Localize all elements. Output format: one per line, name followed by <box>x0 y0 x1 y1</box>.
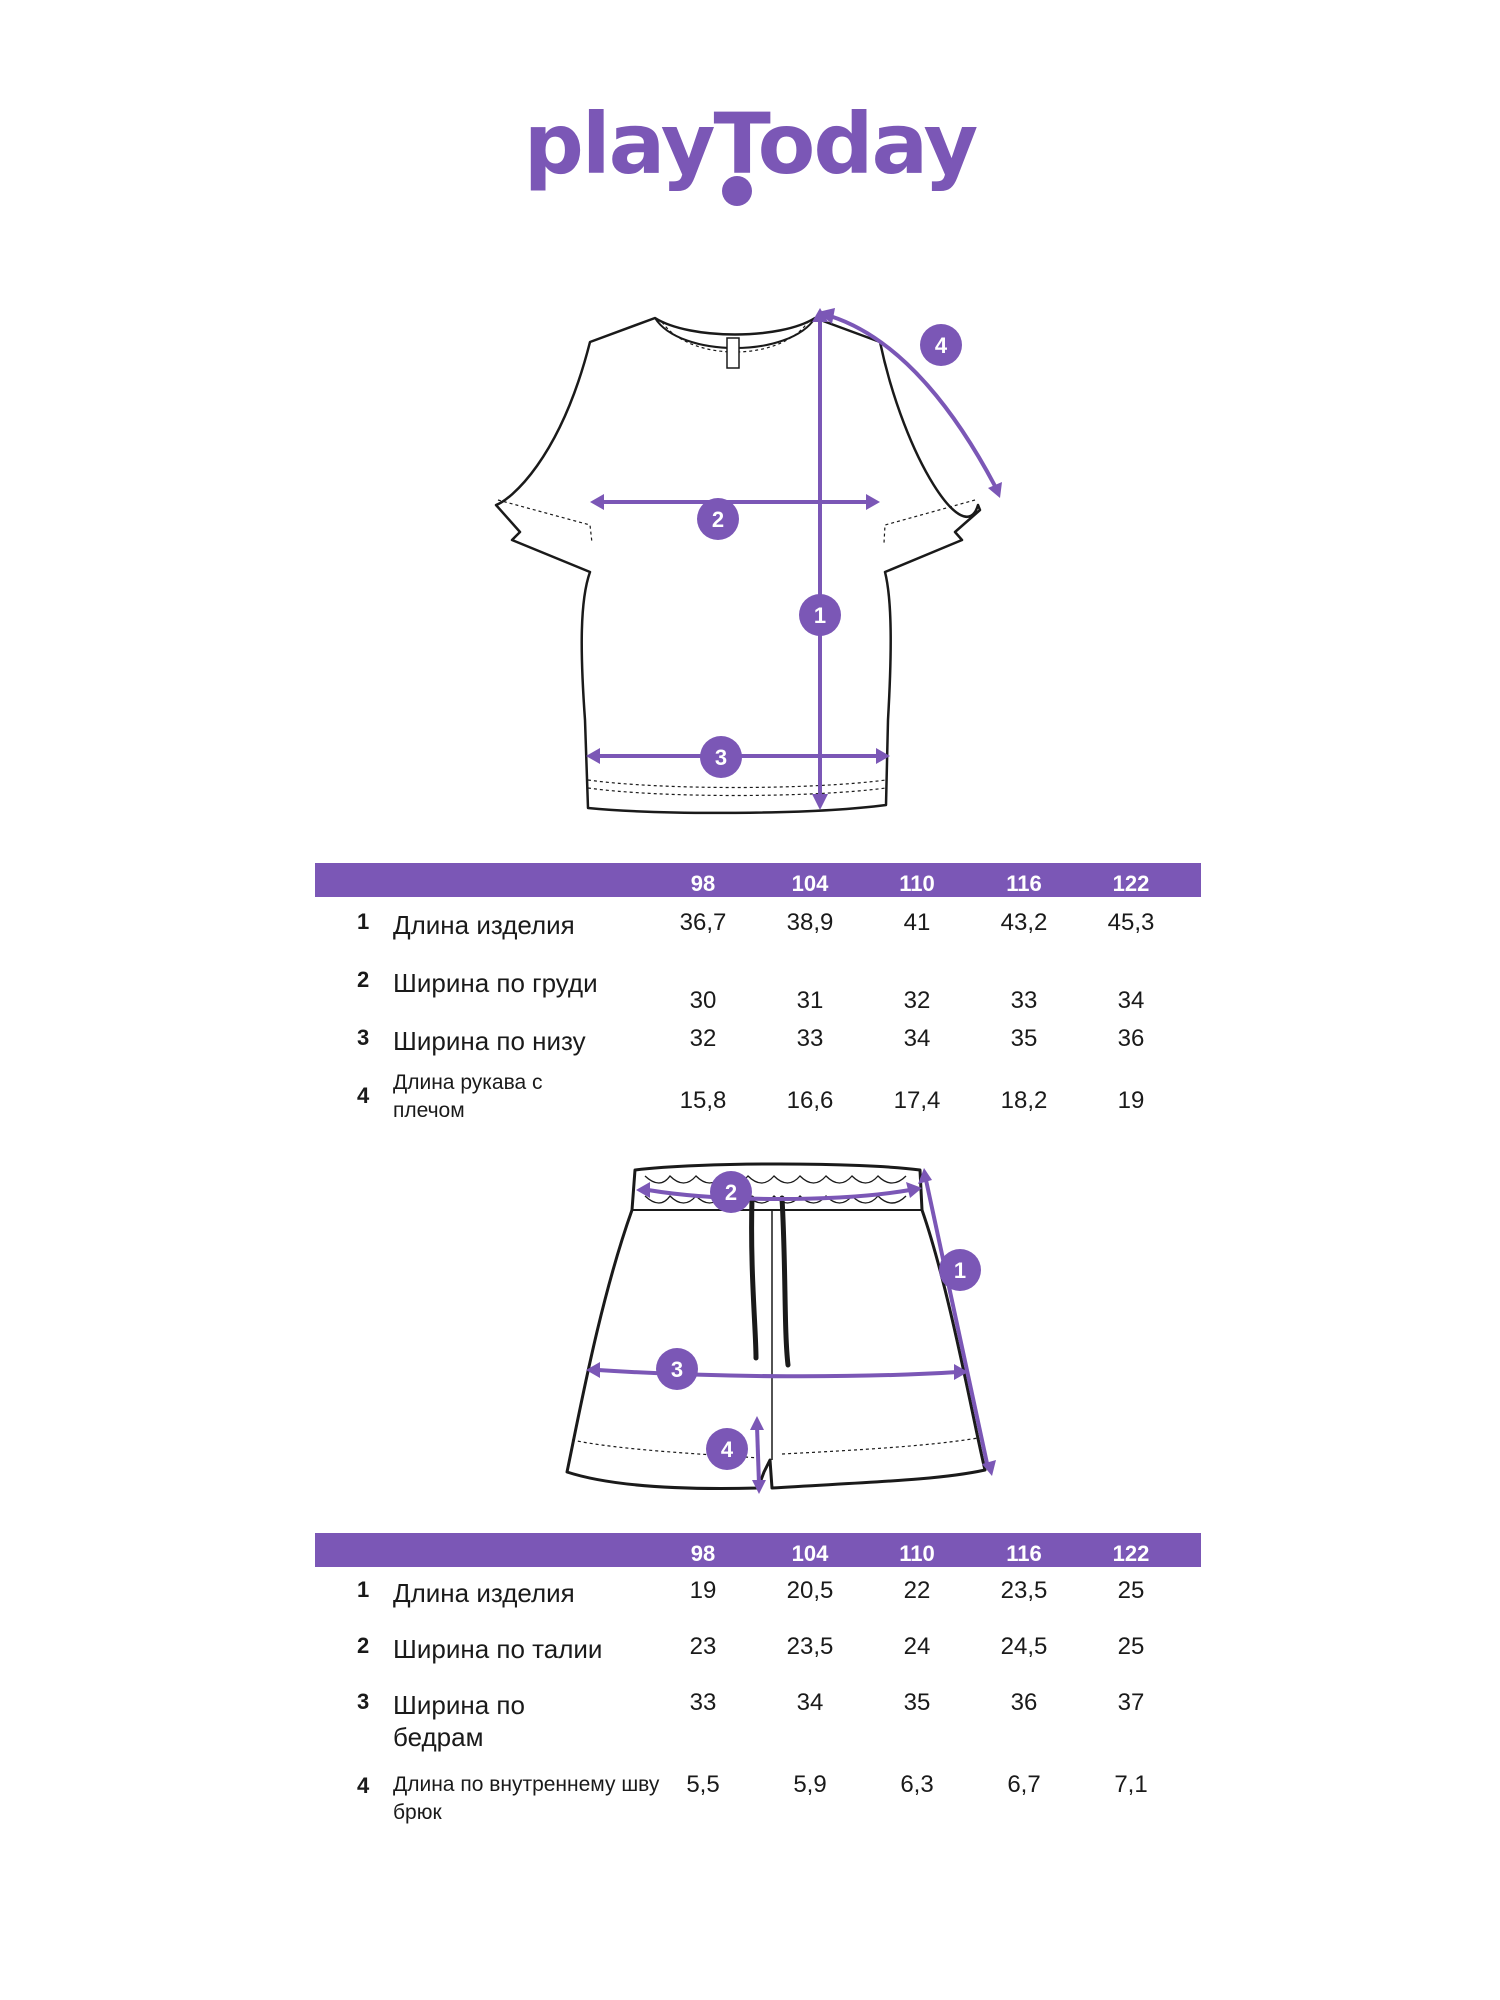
row-number: 2 <box>357 1633 370 1658</box>
row-value: 32 <box>689 1025 717 1052</box>
size-header: 116 <box>1006 871 1042 896</box>
row-value: 32 <box>903 987 931 1014</box>
shorts-drawing: 2 1 3 4 <box>565 1162 996 1494</box>
row-value: 25 <box>1117 1633 1145 1660</box>
logo-dot <box>722 176 752 206</box>
row-label: Ширина по талии <box>393 1634 603 1664</box>
row-value: 36 <box>1117 1025 1145 1052</box>
size-header: 116 <box>1006 1541 1042 1566</box>
size-header: 98 <box>690 1541 716 1566</box>
row-label: Длина рукава с плечом <box>393 1071 543 1122</box>
row-value: 19 <box>1117 1087 1145 1114</box>
row-value: 34 <box>903 1025 931 1052</box>
row-value: 6,7 <box>1007 1771 1041 1798</box>
row-number: 4 <box>357 1773 370 1798</box>
row-value: 19 <box>689 1577 717 1604</box>
row-value: 45,3 <box>1107 909 1155 936</box>
row-number: 1 <box>357 909 370 934</box>
row-value: 30 <box>689 987 717 1014</box>
shorts-marker-1: 1 <box>954 1258 966 1283</box>
row-value: 35 <box>1010 1025 1038 1052</box>
row-value: 23,5 <box>1000 1577 1048 1604</box>
row-number: 3 <box>357 1689 370 1714</box>
tshirt-marker-2: 2 <box>712 507 724 532</box>
row-value: 36 <box>1010 1689 1038 1716</box>
row-value: 5,9 <box>793 1771 827 1798</box>
row-number: 4 <box>357 1083 370 1108</box>
row-value: 24,5 <box>1000 1633 1048 1660</box>
tshirt-marker-3: 3 <box>715 745 727 770</box>
tshirt-marker-4: 4 <box>935 333 948 358</box>
row-value: 34 <box>796 1689 824 1716</box>
row-value: 35 <box>903 1689 931 1716</box>
shorts-marker-2: 2 <box>725 1180 737 1205</box>
size-header: 122 <box>1112 1541 1150 1566</box>
row-value: 16,6 <box>786 1087 834 1114</box>
tshirt-marker-1: 1 <box>814 603 826 628</box>
row-value: 5,5 <box>686 1771 720 1798</box>
row-value: 20,5 <box>786 1577 834 1604</box>
shorts-marker-4: 4 <box>721 1437 734 1462</box>
row-number: 2 <box>357 967 370 992</box>
row-value: 31 <box>796 987 824 1014</box>
brand-logo: playToday <box>0 95 1500 193</box>
logo-text: playToday <box>523 95 979 193</box>
row-label: Ширина по низу <box>393 1026 586 1056</box>
row-value: 6,3 <box>900 1771 934 1798</box>
row-value: 34 <box>1117 987 1145 1014</box>
row-value: 22 <box>903 1577 931 1604</box>
tshirt-size-table: 98 104 110 116 122 1 Длина изделия 36,7 … <box>315 863 1201 1122</box>
row-label: Ширина по бедрам <box>393 1690 525 1752</box>
row-value: 23,5 <box>786 1633 834 1660</box>
row-value: 43,2 <box>1000 909 1048 936</box>
row-value: 37 <box>1117 1689 1145 1716</box>
row-number: 3 <box>357 1025 370 1050</box>
row-label: Ширина по груди <box>393 968 598 998</box>
row-value: 33 <box>796 1025 824 1052</box>
tshirt-drawing: 1 2 3 4 <box>494 308 1002 815</box>
row-value: 18,2 <box>1000 1087 1048 1114</box>
row-value: 7,1 <box>1114 1771 1148 1798</box>
row-label: Длина изделия <box>393 1578 575 1608</box>
row-label: Длина по внутреннему шву брюк <box>393 1773 660 1824</box>
table-header: 98 104 110 116 122 <box>315 1533 1201 1567</box>
table-header: 98 104 110 116 122 <box>315 863 1201 897</box>
row-value: 24 <box>903 1633 931 1660</box>
row-label: Длина изделия <box>393 910 575 940</box>
row-value: 15,8 <box>679 1087 727 1114</box>
row-value: 17,4 <box>893 1087 941 1114</box>
shorts-marker-3: 3 <box>671 1357 683 1382</box>
row-value: 36,7 <box>679 909 727 936</box>
row-value: 41 <box>903 909 931 936</box>
size-header: 104 <box>791 1541 829 1566</box>
row-number: 1 <box>357 1577 370 1602</box>
row-value: 23 <box>689 1633 717 1660</box>
size-header: 110 <box>899 871 935 896</box>
size-header: 122 <box>1112 871 1150 896</box>
size-header: 104 <box>791 871 829 896</box>
row-value: 25 <box>1117 1577 1145 1604</box>
row-value: 38,9 <box>786 909 834 936</box>
row-value: 33 <box>689 1689 717 1716</box>
size-header: 98 <box>690 871 716 896</box>
size-header: 110 <box>899 1541 935 1566</box>
shorts-size-table: 98 104 110 116 122 1 Длина изделия 19 20… <box>315 1533 1201 1824</box>
row-value: 33 <box>1010 987 1038 1014</box>
